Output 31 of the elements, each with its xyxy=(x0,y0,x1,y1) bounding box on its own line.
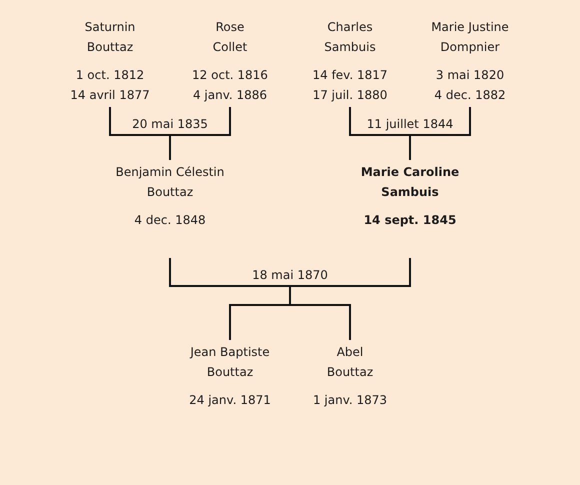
connector-line xyxy=(169,135,171,160)
life-date: 4 janv. 1886 xyxy=(192,87,268,104)
connector-line xyxy=(409,135,411,160)
connector-line xyxy=(109,107,170,136)
person-name: Jean Baptiste Bouttaz xyxy=(188,344,271,381)
life-date: 14 sept. 1845 xyxy=(364,212,456,229)
connector-line xyxy=(170,107,231,136)
person-name: Charles Sambuis xyxy=(323,19,377,56)
connector-line xyxy=(290,258,411,287)
person-name: Saturnin Bouttaz xyxy=(84,19,136,56)
person-name: Benjamin Célestin Bouttaz xyxy=(114,164,226,201)
person-name: Abel Bouttaz xyxy=(326,344,374,381)
connector-line xyxy=(410,107,471,136)
person-name: Marie Justine Dompnier xyxy=(430,19,510,56)
connector-line xyxy=(290,304,351,340)
life-date: 1 janv. 1873 xyxy=(312,392,388,409)
life-date: 14 fev. 1817 xyxy=(312,67,388,84)
connector-line xyxy=(169,258,290,287)
life-date: 3 mai 1820 xyxy=(436,67,504,84)
connector-line xyxy=(289,286,291,305)
connector-line xyxy=(229,304,290,340)
person-name: Rose Collet xyxy=(212,19,248,56)
life-date: 17 juil. 1880 xyxy=(312,87,388,104)
life-date: 24 janv. 1871 xyxy=(189,392,271,409)
life-date: 4 dec. 1882 xyxy=(434,87,506,104)
connector-line xyxy=(349,107,410,136)
life-date: 4 dec. 1848 xyxy=(134,212,206,229)
life-date: 14 avril 1877 xyxy=(70,87,150,104)
person-name: Marie Caroline Sambuis xyxy=(360,164,460,201)
life-date: 12 oct. 1816 xyxy=(192,67,268,84)
life-date: 1 oct. 1812 xyxy=(76,67,144,84)
